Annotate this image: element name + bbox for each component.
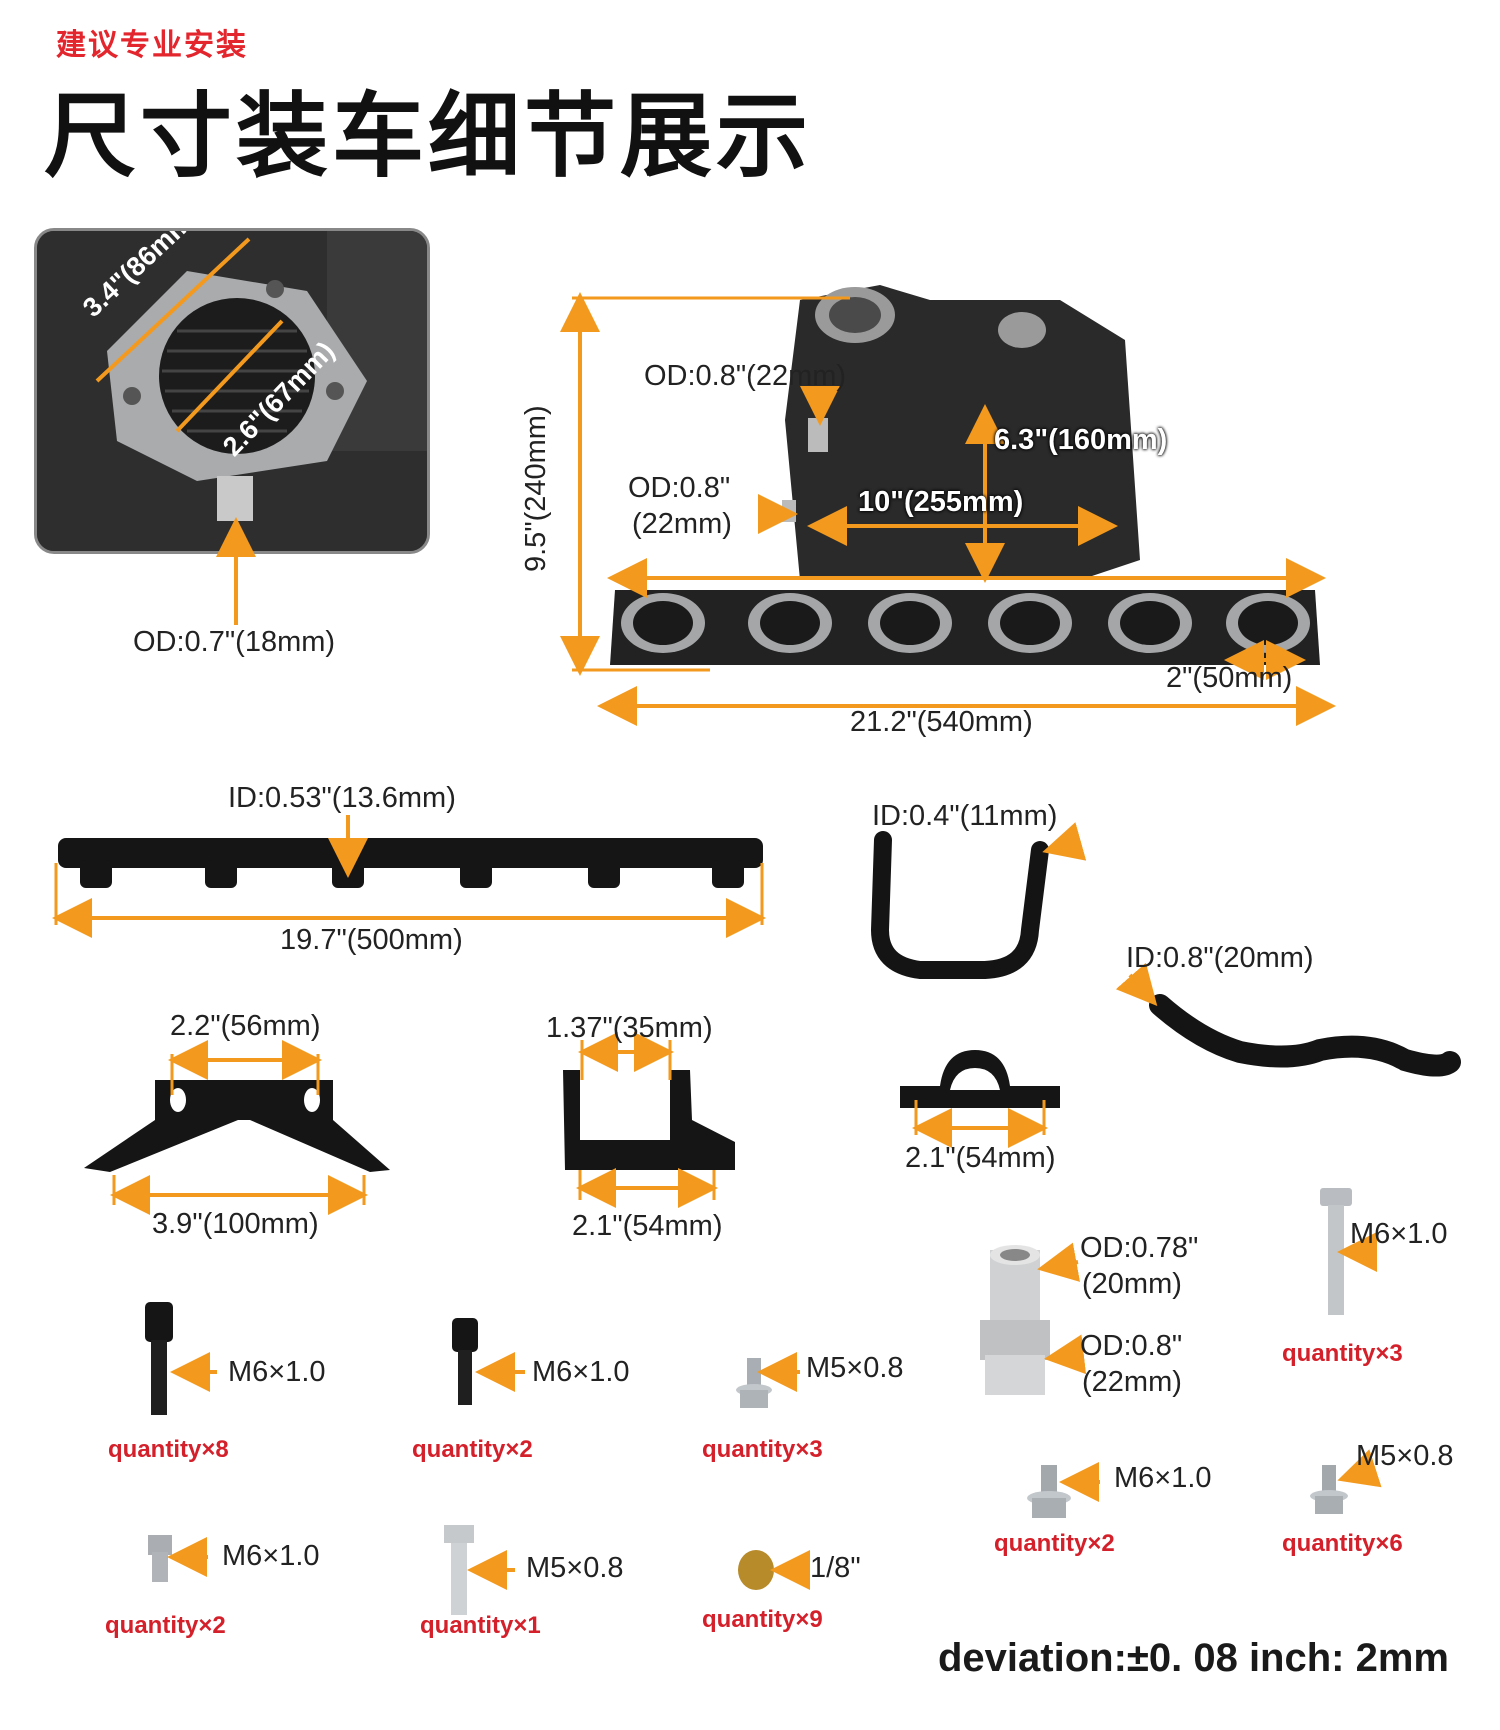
hardware-illustrations [145,1188,1382,1615]
adapter-od1-label: OD:0.78" [1080,1232,1199,1264]
adapter-od2-label: OD:0.8" [1080,1330,1183,1362]
bracket-2-bottom-label: 2.1"(54mm) [572,1210,723,1242]
manifold-od-side-mm-label: (22mm) [632,508,732,540]
u-hose-illustration [870,831,1049,979]
hardware-2-spec: M6×1.0 [532,1356,630,1388]
bracket-2-top-label: 1.37"(35mm) [546,1012,713,1044]
hardware-4-spec: M6×1.0 [1350,1218,1448,1250]
hardware-9-qty: quantity×9 [702,1606,823,1633]
manifold-length-label: 21.2"(540mm) [850,706,1033,738]
hardware-8-spec: M5×0.8 [526,1552,624,1584]
long-hose-illustration [1149,994,1461,1077]
hardware-6-spec: M5×0.8 [1356,1440,1454,1472]
fuel-rail-illustration [58,838,763,888]
manifold-height-label: 9.5"(240mm) [520,405,552,572]
hardware-8-qty: quantity×1 [420,1612,541,1639]
hardware-4-qty: quantity×3 [1282,1340,1403,1367]
hardware-3-spec: M5×0.8 [806,1352,904,1384]
adapter-od1-mm-label: (20mm) [1082,1268,1182,1300]
throttle-flange-illustration [37,231,427,551]
hardware-2-qty: quantity×2 [412,1436,533,1463]
install-tag: 建议专业安装 [56,29,248,62]
bracket-1-illustration [84,1080,390,1172]
bracket-3-illustration [900,1050,1060,1108]
hardware-1-spec: M6×1.0 [228,1356,326,1388]
hardware-5-qty: quantity×2 [994,1530,1115,1557]
bracket-1-top-label: 2.2"(56mm) [170,1010,321,1042]
fuel-rail-length-label: 19.7"(500mm) [280,924,463,956]
runner-size-label: 2"(50mm) [1166,662,1293,694]
fuel-rail-id-label: ID:0.53"(13.6mm) [228,782,456,814]
adapter-od2-mm-label: (22mm) [1082,1366,1182,1398]
hardware-7-spec: M6×1.0 [222,1540,320,1572]
hardware-3-qty: quantity×3 [702,1436,823,1463]
hardware-5-spec: M6×1.0 [1114,1462,1212,1494]
hardware-9-spec: 1/8" [810,1552,861,1584]
bracket-2-illustration [563,1070,735,1170]
plenum-width-label: 10"(255mm) [858,486,1024,518]
page-title: 尺寸装车细节展示 [44,86,813,188]
hardware-7-qty: quantity×2 [105,1612,226,1639]
throttle-flange-photo: 3.4"(86mm) 2.6"(67mm) [34,228,430,554]
manifold-od-top-label: OD:0.8"(22mm) [644,360,847,392]
bracket-1-bottom-label: 3.9"(100mm) [152,1208,319,1240]
u-hose-id-label: ID:0.4"(11mm) [872,800,1058,832]
bracket-3-bottom-label: 2.1"(54mm) [905,1142,1056,1174]
deviation-note: deviation:±0. 08 inch: 2mm [938,1636,1449,1680]
manifold-od-side-label: OD:0.8" [628,472,731,504]
hardware-6-qty: quantity×6 [1282,1530,1403,1557]
fitting-od-label: OD:0.7"(18mm) [133,626,336,658]
adapter-fitting-illustration [980,1245,1050,1395]
hardware-1-qty: quantity×8 [108,1436,229,1463]
long-hose-id-label: ID:0.8"(20mm) [1126,942,1314,974]
plenum-height-label: 6.3"(160mm) [994,424,1168,456]
